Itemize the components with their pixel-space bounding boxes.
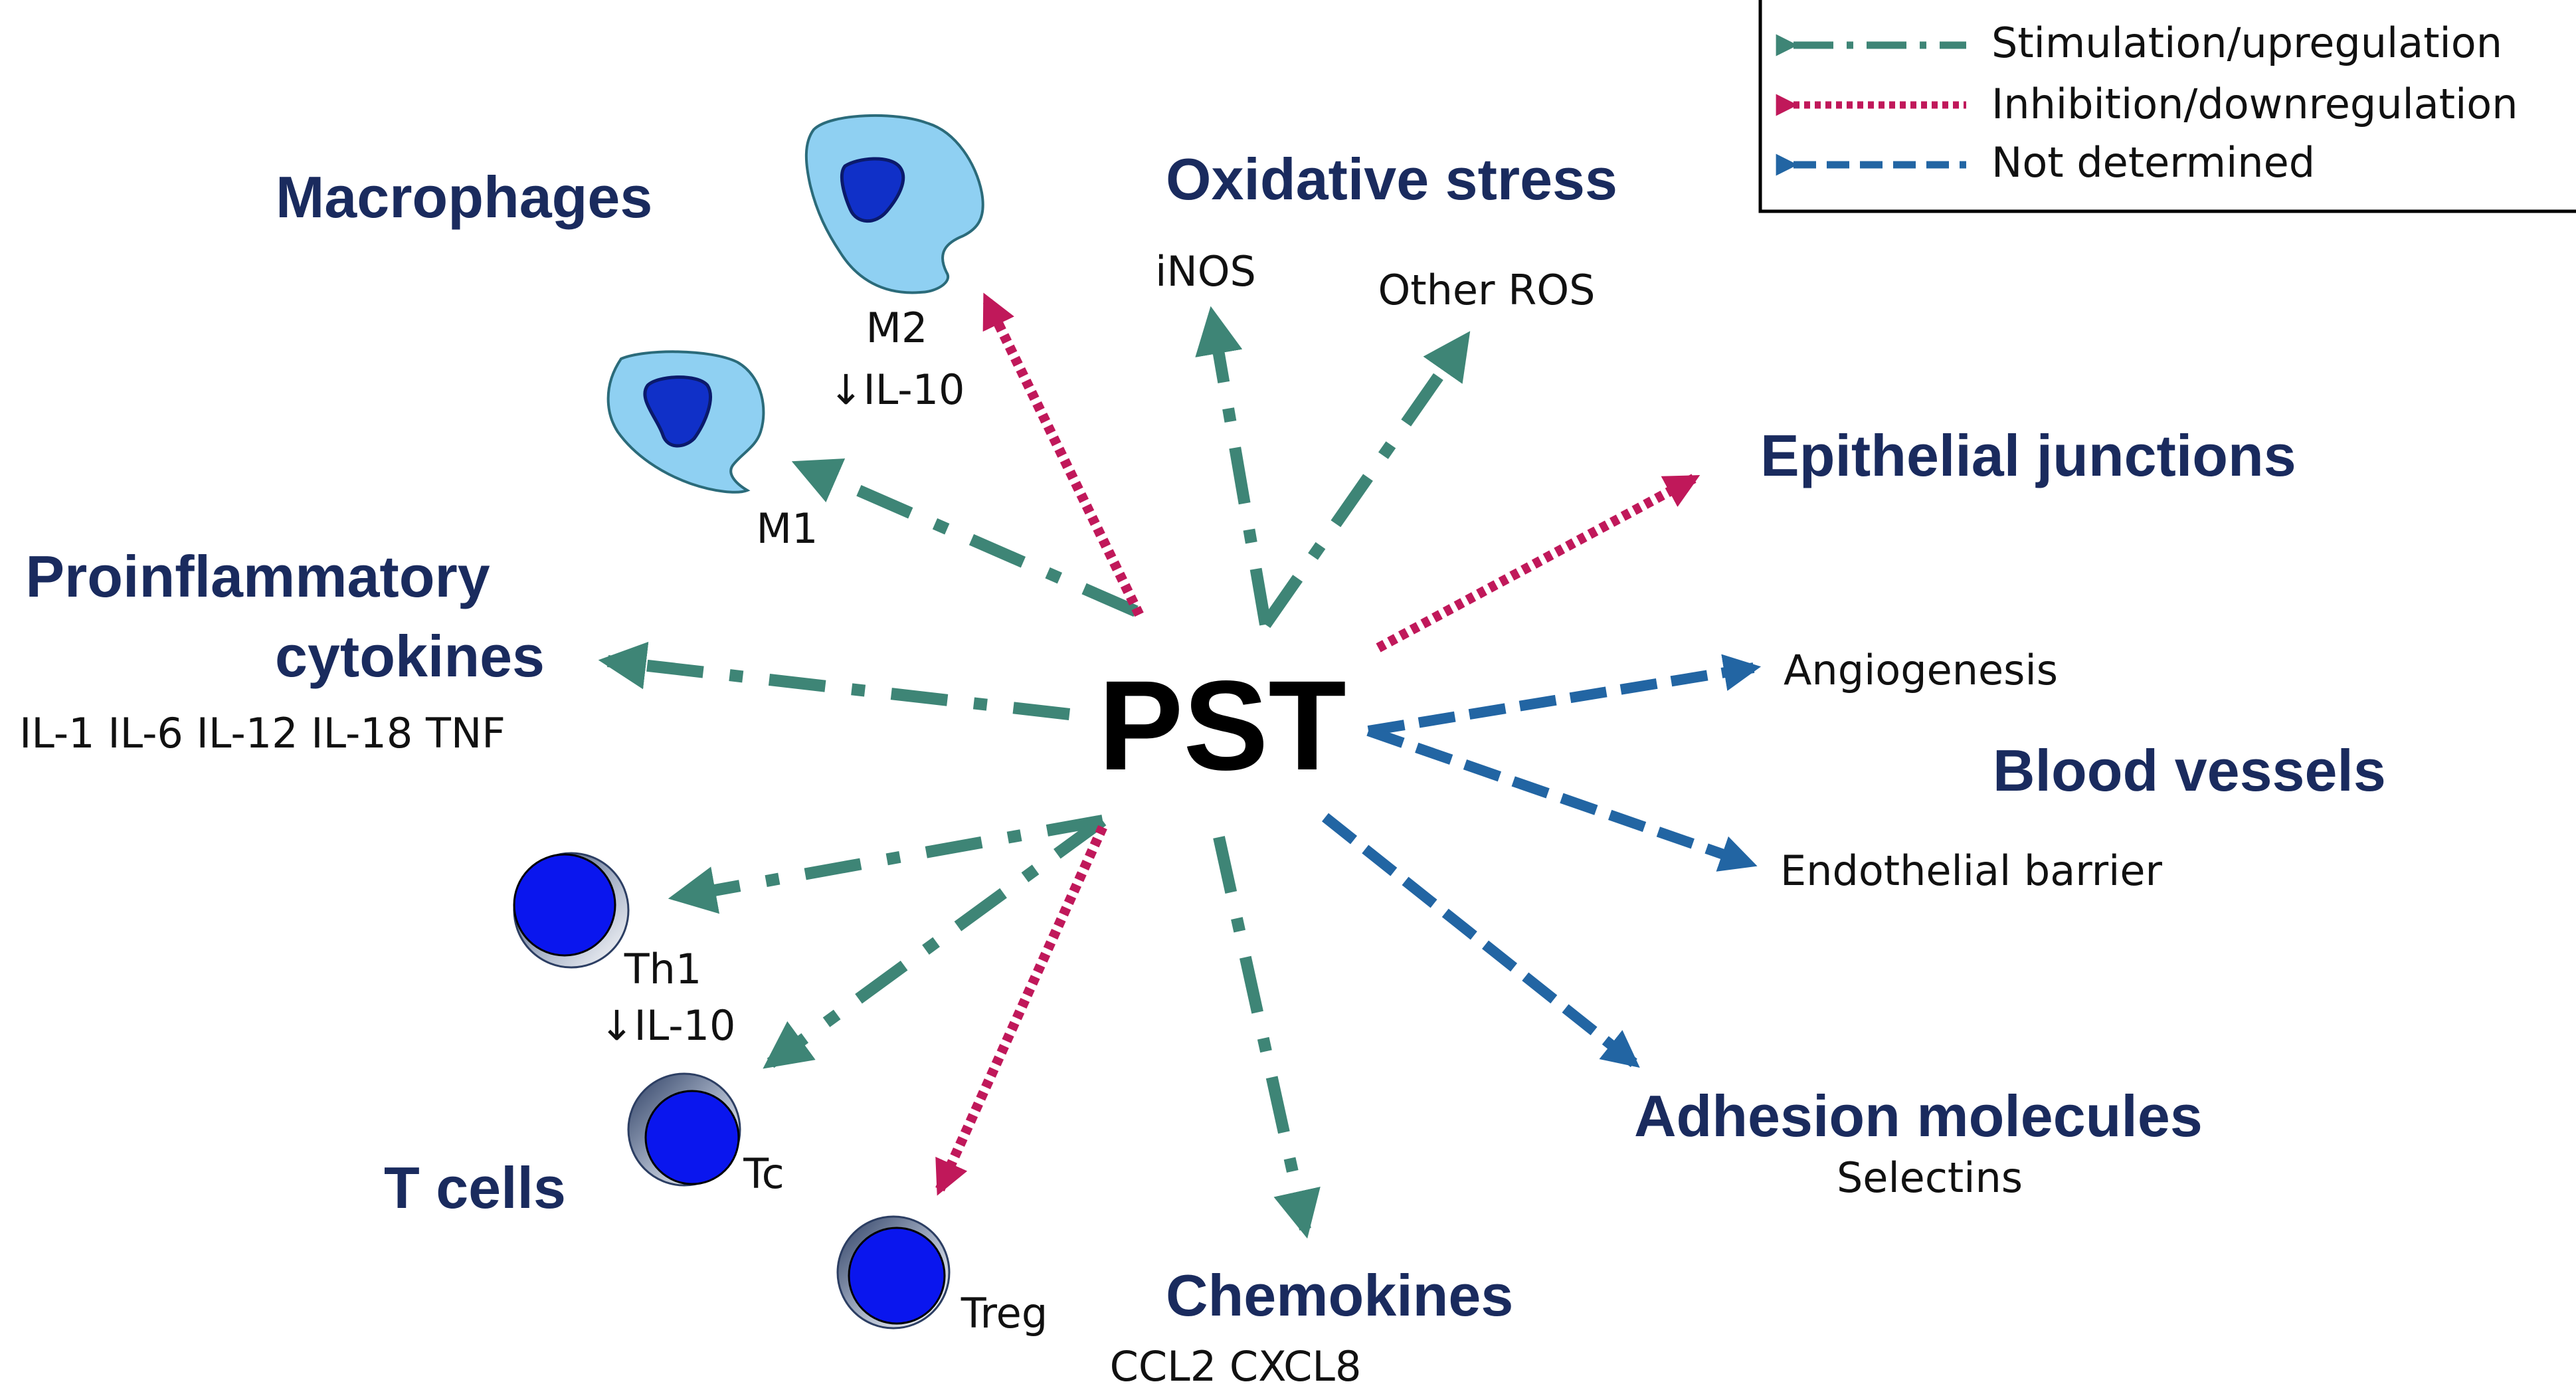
tc-cell-icon	[627, 1072, 741, 1187]
label-treg: Treg	[961, 1289, 1048, 1337]
arrow-to-inos	[1195, 306, 1271, 626]
label-other-ros: Other ROS	[1378, 266, 1596, 314]
arrow-to-other-ros	[1260, 331, 1471, 629]
label-m2: M2	[866, 304, 928, 352]
arrow-to-th1	[668, 815, 1104, 914]
treg-cell-icon	[836, 1215, 951, 1330]
legend-border	[1758, 0, 2576, 213]
arrow-to-tc	[763, 815, 1107, 1069]
heading-epithelial-junctions: Epithelial junctions	[1760, 423, 2296, 488]
arrow-to-epithelial-junctions	[1376, 474, 1701, 652]
heading-macrophages: Macrophages	[276, 164, 652, 230]
m1-macrophage-icon	[606, 350, 765, 494]
m2-macrophage-icon	[804, 114, 984, 294]
heading-chemokines: Chemokines	[1166, 1262, 1513, 1328]
label-chemokine-list: CCL2 CXCL8	[1110, 1342, 1362, 1386]
label-inos: iNOS	[1155, 247, 1256, 296]
arrow-to-angiogenesis	[1367, 654, 1762, 736]
arrow-to-adhesion-molecules	[1322, 813, 1640, 1068]
arrow-to-proinflammatory-cytokines	[598, 641, 1071, 720]
label-angiogenesis: Angiogenesis	[1784, 646, 2058, 694]
arrow-to-endothelial-barrier	[1366, 726, 1758, 872]
heading-blood-vessels: Blood vessels	[1993, 738, 2386, 803]
heading-oxidative-stress: Oxidative stress	[1166, 146, 1617, 212]
arrow-to-m2	[982, 292, 1144, 617]
heading-adhesion-molecules: Adhesion molecules	[1634, 1083, 2203, 1149]
heading-t-cells: T cells	[384, 1155, 566, 1221]
label-cytokine-list: IL-1 IL-6 IL-12 IL-18 TNF	[19, 709, 506, 757]
label-selectins: Selectins	[1837, 1153, 2023, 1202]
arrow-to-m1	[791, 458, 1139, 617]
legend-stimulation-label: Stimulation/upregulation	[1991, 19, 2502, 67]
th1-cell-icon	[513, 852, 630, 969]
heading-proinflammatory-line1: Proinflammatory	[25, 544, 490, 609]
center-label: PST	[1098, 654, 1346, 797]
label-th1-il10: ↓IL-10	[600, 1001, 736, 1050]
label-tc: Tc	[743, 1149, 784, 1198]
label-endothelial-barrier: Endothelial barrier	[1780, 846, 2162, 895]
label-m2-il10: ↓IL-10	[829, 365, 965, 414]
heading-proinflammatory-line2: cytokines	[275, 623, 545, 689]
label-th1: Th1	[624, 945, 702, 993]
arrow-to-chemokines	[1213, 836, 1321, 1239]
legend: Stimulation/upregulation Inhibition/down…	[1758, 0, 2576, 213]
arrow-to-treg	[935, 825, 1107, 1196]
legend-inhibition-label: Inhibition/downregulation	[1991, 80, 2518, 128]
label-m1: M1	[757, 504, 818, 553]
arrows	[598, 292, 1762, 1239]
legend-not-determined-label: Not determined	[1991, 138, 2315, 187]
